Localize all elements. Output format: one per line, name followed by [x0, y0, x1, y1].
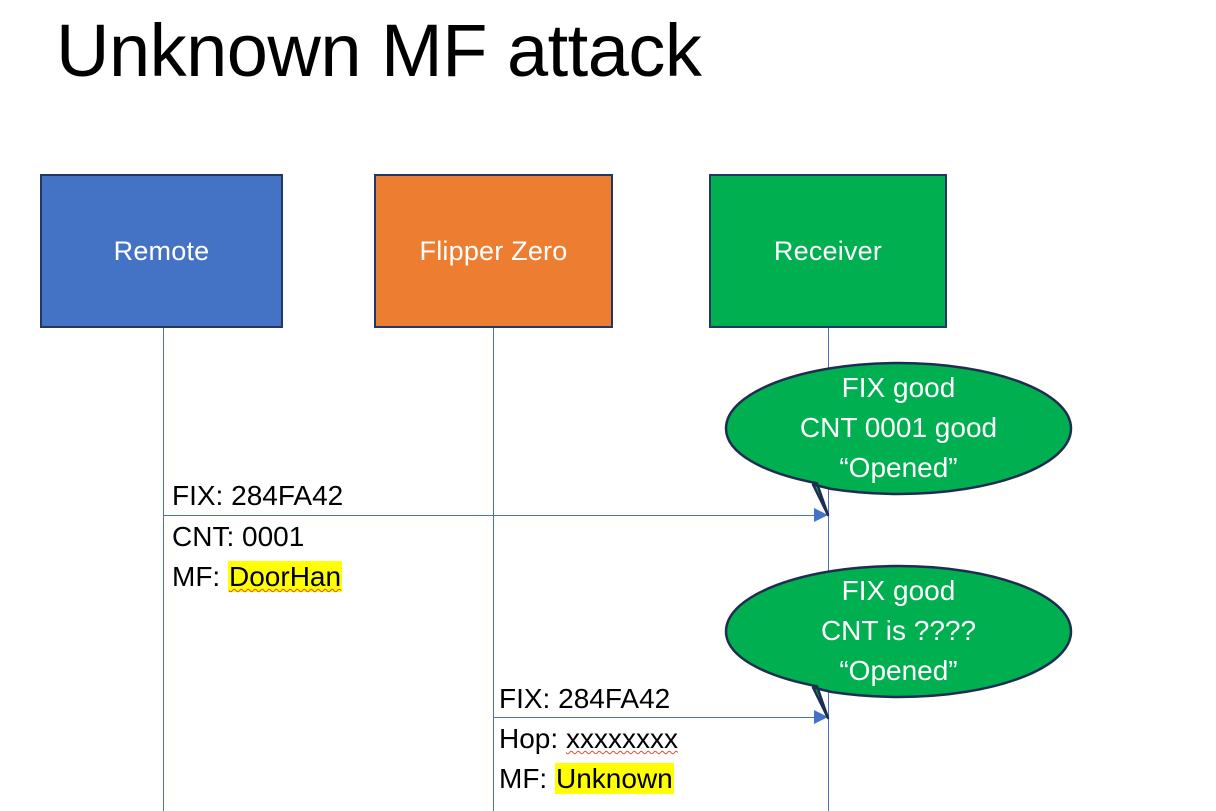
message-label-1-line-3-prefix: MF:: [172, 561, 228, 592]
speech-balloon-second-shape: [724, 564, 1073, 720]
message-label-2-line-2: Hop: xxxxxxxx: [499, 719, 678, 759]
actor-box-remote[interactable]: Remote: [40, 174, 283, 328]
message-label-2-line-1-value: 284FA42: [558, 683, 671, 714]
message-arrow-head-1: [814, 508, 828, 522]
message-label-1-line-2-prefix: CNT:: [172, 521, 242, 552]
message-label-1-line-2-value: 0001: [242, 521, 305, 552]
message-label-2-line-1: FIX: 284FA42: [499, 679, 670, 719]
actor-label-remote: Remote: [113, 235, 210, 266]
lifeline-receiver: [828, 328, 829, 811]
message-arrow-line-2: [493, 717, 815, 718]
actor-label-receiver: Receiver: [773, 235, 883, 266]
speech-balloon-first-shape: [724, 361, 1073, 517]
page-title: Unknown MF attack: [56, 9, 702, 92]
lifeline-remote: [163, 328, 164, 811]
message-label-2-line-3: MF: Unknown: [499, 759, 674, 799]
speech-balloon-second[interactable]: FIX good CNT is ???? “Opened”: [724, 564, 1073, 720]
message-label-2-line-3-prefix: MF:: [499, 763, 555, 794]
message-label-1-line-2: CNT: 0001: [172, 517, 304, 557]
message-arrow-line-1: [163, 515, 815, 516]
message-label-1-line-3-value: DoorHan: [228, 561, 343, 592]
message-label-1-line-1: FIX: 284FA42: [172, 476, 343, 516]
actor-label-flipper: Flipper Zero: [419, 235, 568, 266]
message-label-2-line-2-value: xxxxxxxx: [565, 723, 678, 754]
lifeline-flipper: [493, 328, 494, 811]
actor-box-flipper[interactable]: Flipper Zero: [374, 174, 613, 328]
message-label-1-line-1-value: 284FA42: [231, 480, 344, 511]
message-label-2-line-1-prefix: FIX:: [499, 683, 559, 714]
actor-box-receiver[interactable]: Receiver: [709, 174, 947, 328]
message-label-1-line-3: MF: DoorHan: [172, 557, 343, 597]
speech-balloon-first[interactable]: FIX good CNT 0001 good “Opened”: [724, 361, 1073, 517]
message-label-1-line-1-prefix: FIX:: [172, 480, 232, 511]
message-label-2-line-3-value: Unknown: [555, 763, 674, 794]
message-label-2-line-2-prefix: Hop:: [499, 723, 566, 754]
